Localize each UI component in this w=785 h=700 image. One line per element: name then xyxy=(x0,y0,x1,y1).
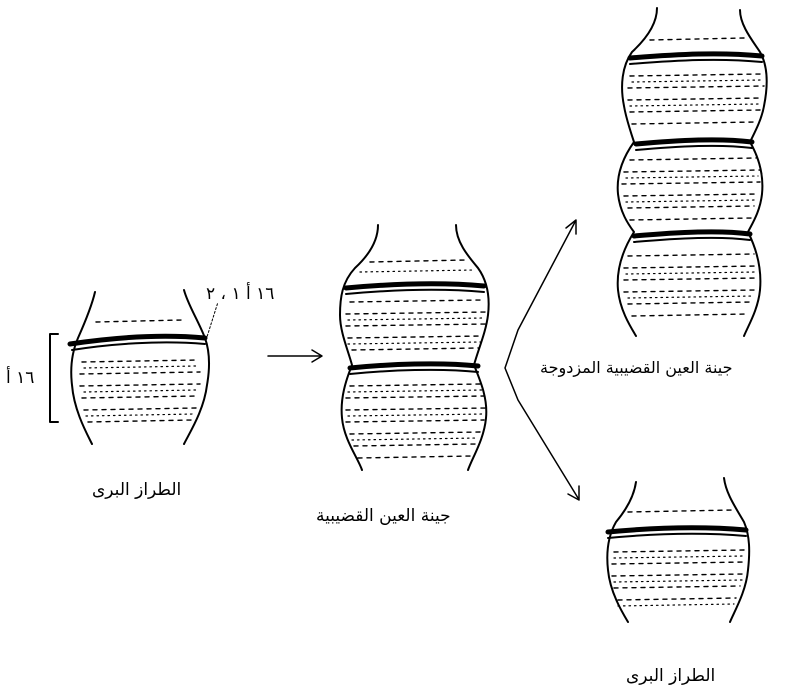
arrow-right xyxy=(268,350,322,362)
label-wild-type-left: الطراز البرى xyxy=(92,480,181,500)
chromosome-bar-eye xyxy=(340,225,489,470)
label-wild-type-bottom: الطراز البرى xyxy=(626,666,715,686)
label-band-code: ١٦ أ ١ ، ٢ xyxy=(206,284,274,304)
chromosome-double-bar xyxy=(618,8,767,336)
label-region-code: ١٦ أ xyxy=(6,368,34,388)
label-bar-eye-gene: جينة العين القضيبية xyxy=(316,506,451,526)
chromosome-wild-type-left xyxy=(50,290,218,444)
label-double-bar-gene: جينة العين القضيبية المزدوجة xyxy=(540,358,733,377)
chromosome-wild-type-bottom xyxy=(607,478,749,622)
